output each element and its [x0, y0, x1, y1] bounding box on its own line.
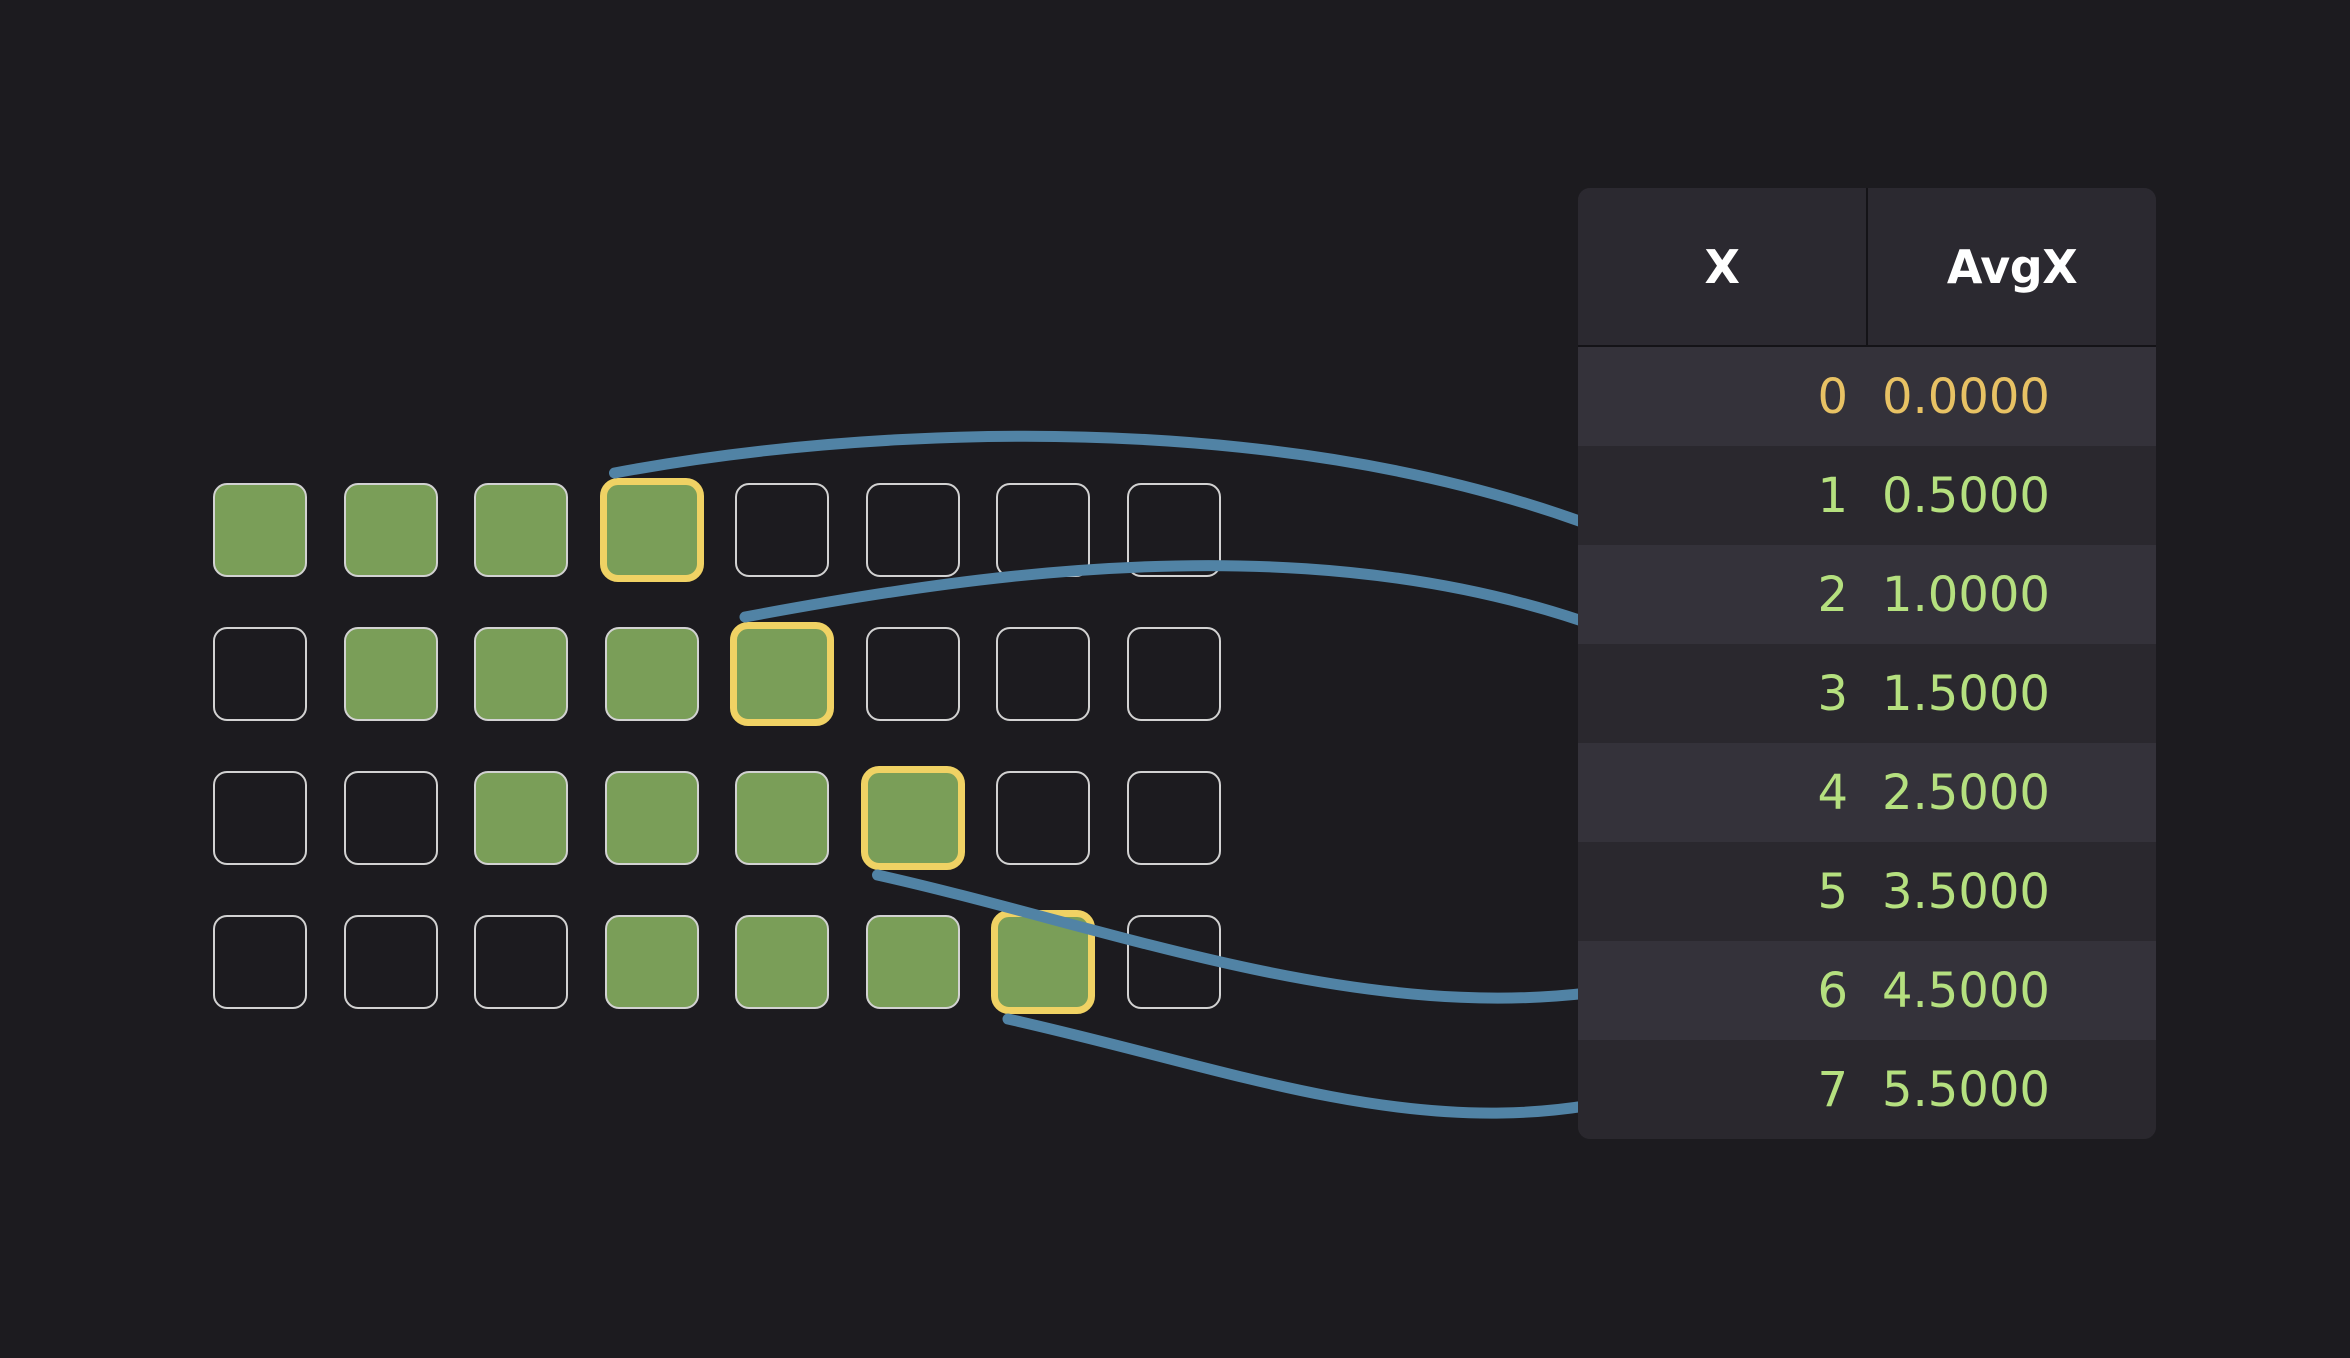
- column-header-x: X: [1578, 188, 1868, 345]
- cell-x: 4: [1817, 764, 1848, 821]
- table-body: 0 0.0000 1 0.5000 2 1.0000 3 1.5000 4 2.5000 5 3.50…: [1578, 347, 2156, 1139]
- table-row[interactable]: 6 4.5000: [1578, 941, 2156, 1040]
- table-row[interactable]: 1 0.5000: [1578, 446, 2156, 545]
- table-row[interactable]: 2 1.0000: [1578, 545, 2156, 644]
- grid-cell-filled[interactable]: [604, 771, 699, 865]
- grid-cell-empty[interactable]: [735, 483, 829, 577]
- cell-x: 2: [1817, 566, 1848, 623]
- table-row[interactable]: 0 0.0000: [1578, 347, 2156, 446]
- grid-cell-empty[interactable]: [996, 483, 1090, 577]
- grid-cell-current[interactable]: [599, 478, 704, 582]
- column-header-avgx: AvgX: [1946, 239, 2078, 294]
- table-row[interactable]: 4 2.5000: [1578, 743, 2156, 842]
- grid-cell-current[interactable]: [991, 910, 1095, 1014]
- grid-cell-filled[interactable]: [474, 483, 568, 577]
- grid-cell-empty[interactable]: [1126, 483, 1221, 577]
- grid-cell-empty[interactable]: [213, 771, 307, 865]
- grid-cell-current[interactable]: [730, 622, 834, 726]
- grid-cell-filled[interactable]: [474, 627, 568, 721]
- grid-cell-filled[interactable]: [865, 915, 960, 1009]
- grid-cell-filled[interactable]: [604, 915, 699, 1009]
- table-row[interactable]: 3 1.5000: [1578, 644, 2156, 743]
- cell-x: 1: [1817, 467, 1848, 524]
- grid-cell-filled[interactable]: [735, 771, 829, 865]
- grid-cell-empty[interactable]: [1126, 627, 1221, 721]
- cell-x: 6: [1817, 962, 1848, 1019]
- cell-avgx: 1.0000: [1882, 566, 2050, 623]
- grid-cell-filled[interactable]: [213, 483, 307, 577]
- grid-cell-empty[interactable]: [213, 627, 307, 721]
- grid-cell-current[interactable]: [860, 766, 965, 870]
- cell-avgx: 0.5000: [1882, 467, 2050, 524]
- table-row[interactable]: 5 3.5000: [1578, 842, 2156, 941]
- results-table: X AvgX 0 0.0000 1 0.5000 2 1.0000 3 1.5000 4 2.50…: [1578, 188, 2156, 1139]
- grid-cell-empty[interactable]: [865, 483, 960, 577]
- cell-avgx: 0.0000: [1882, 368, 2050, 425]
- cell-avgx: 5.5000: [1882, 1061, 2050, 1118]
- grid-cell-empty[interactable]: [343, 915, 438, 1009]
- grid-cell-empty[interactable]: [1126, 915, 1221, 1009]
- grid-cell-filled[interactable]: [474, 771, 568, 865]
- grid-cell-empty[interactable]: [996, 771, 1090, 865]
- cell-avgx: 3.5000: [1882, 863, 2050, 920]
- grid-cell-empty[interactable]: [865, 627, 960, 721]
- grid-cell-filled[interactable]: [343, 627, 438, 721]
- cell-x: 3: [1817, 665, 1848, 722]
- grid-cell-filled[interactable]: [604, 627, 699, 721]
- cell-x: 5: [1817, 863, 1848, 920]
- table-row[interactable]: 7 5.5000: [1578, 1040, 2156, 1139]
- cell-avgx: 2.5000: [1882, 764, 2050, 821]
- grid-cell-empty[interactable]: [213, 915, 307, 1009]
- cell-x: 7: [1817, 1061, 1848, 1118]
- grid-cell-filled[interactable]: [735, 915, 829, 1009]
- grid-cell-empty[interactable]: [1126, 771, 1221, 865]
- grid-cell-empty[interactable]: [996, 627, 1090, 721]
- cell-x: 0: [1817, 368, 1848, 425]
- grid-cell-filled[interactable]: [343, 483, 438, 577]
- grid-cell-empty[interactable]: [343, 771, 438, 865]
- cell-avgx: 4.5000: [1882, 962, 2050, 1019]
- table-header-row: X AvgX: [1578, 188, 2156, 347]
- cell-avgx: 1.5000: [1882, 665, 2050, 722]
- grid-cell-empty[interactable]: [474, 915, 568, 1009]
